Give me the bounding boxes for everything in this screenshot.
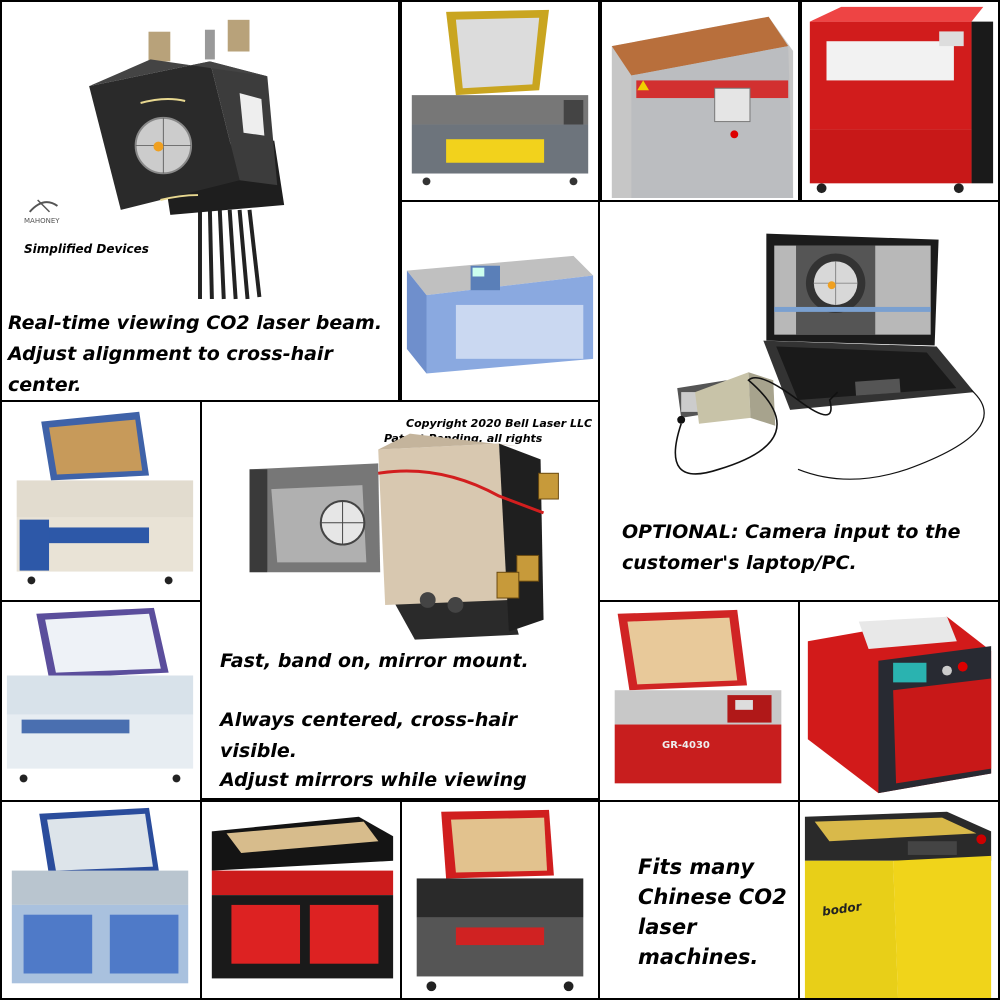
- machine-photo-6: [0, 600, 202, 802]
- laser-machine-image: [16, 411, 194, 585]
- laser-machine-image: [11, 807, 189, 984]
- center-panel: Copyright 2020 Bell Laser LLC Patent Pen…: [200, 400, 600, 800]
- laser-machine-image: [804, 811, 992, 998]
- machine-photo-11: [400, 800, 600, 1000]
- mirror-mount-illustration: [89, 19, 285, 300]
- mirror-mount-band-illustration: [249, 433, 559, 640]
- laptop-caption-line1: OPTIONAL: Camera input to the: [622, 521, 961, 543]
- fits-line2: Chinese CO2: [638, 885, 787, 909]
- feature-caption-2: Always centered, cross-hair visible.: [220, 709, 518, 762]
- laptop-camera-illustration: [674, 233, 985, 480]
- mahoney-logo-icon: [28, 199, 59, 213]
- laser-machine-image: [614, 609, 782, 784]
- brand-label: Simplified Devices: [24, 242, 149, 256]
- laser-machine-image: [809, 6, 994, 194]
- mirror-mount-panel: MAHONEY Simplified Devices Real-time vie…: [0, 0, 400, 402]
- machine-photo-7: GR-4030: [598, 600, 800, 802]
- machine-photo-3: [800, 0, 1000, 202]
- machine-photo-12: bodor: [798, 800, 1000, 1000]
- laser-machine-image: [6, 607, 194, 783]
- laser-machine-image: [211, 816, 394, 979]
- main-caption-line1: Real-time viewing CO2 laser beam.: [8, 312, 383, 334]
- logo-text: MAHONEY: [24, 217, 60, 225]
- feature-caption-1: Fast, band on, mirror mount.: [220, 650, 529, 672]
- laser-machine-image: [611, 16, 794, 199]
- laser-machine-image: [406, 255, 594, 374]
- machine-photo-10: [200, 800, 402, 1000]
- machine-photo-2: [600, 0, 800, 202]
- laser-machine-image: [807, 616, 992, 794]
- laser-machine-image: [411, 9, 589, 186]
- machine-photo-8: [798, 600, 1000, 802]
- main-caption-line2: Adjust alignment to cross-hair center.: [8, 343, 333, 396]
- machine-model-label: GR-4030: [662, 740, 710, 751]
- copyright-line1: Copyright 2020 Bell Laser LLC: [406, 417, 593, 430]
- fits-line4: machines.: [638, 945, 759, 969]
- fits-line1: Fits many: [638, 855, 755, 879]
- feature-caption-3: Adjust mirrors while viewing beam.: [220, 769, 527, 791]
- machine-photo-5: [0, 400, 202, 602]
- machine-photo-4: [400, 200, 600, 402]
- machine-photo-9: [0, 800, 202, 1000]
- laptop-caption-line2: customer's laptop/PC.: [622, 552, 857, 574]
- laser-machine-image: [416, 809, 584, 992]
- fits-panel: Fits many Chinese CO2 laser machines.: [598, 800, 800, 1000]
- machine-photo-1: [400, 0, 600, 202]
- fits-line3: laser: [638, 915, 697, 939]
- laptop-panel: OPTIONAL: Camera input to the customer's…: [598, 200, 1000, 602]
